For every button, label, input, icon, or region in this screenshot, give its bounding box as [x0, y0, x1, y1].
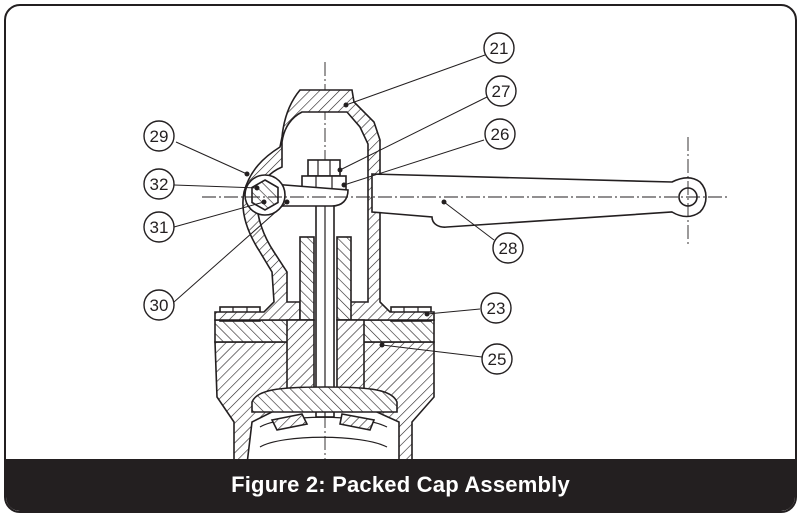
packing-gland-left — [299, 236, 315, 321]
svg-text:23: 23 — [487, 299, 506, 318]
callout-28: 28 — [492, 232, 524, 264]
callout-29: 29 — [143, 120, 175, 152]
svg-text:21: 21 — [490, 39, 509, 58]
packing-bushing-right — [336, 319, 365, 391]
callout-26: 26 — [484, 118, 516, 150]
spring-coil — [259, 416, 388, 448]
callout-27: 27 — [485, 75, 517, 107]
lever-arm — [371, 173, 707, 228]
svg-text:25: 25 — [488, 350, 507, 369]
svg-text:26: 26 — [491, 125, 510, 144]
callout-30: 30 — [143, 289, 175, 321]
callout-32: 32 — [143, 168, 175, 200]
spring-plate — [251, 386, 398, 413]
spring-coil-section — [270, 413, 376, 431]
figure-caption: Figure 2: Packed Cap Assembly — [231, 472, 570, 497]
caption-bar: Figure 2: Packed Cap Assembly — [6, 459, 795, 511]
svg-text:27: 27 — [492, 82, 511, 101]
lock-nut — [307, 159, 341, 177]
leader-lines — [173, 54, 495, 358]
callout-25: 25 — [481, 343, 513, 375]
packing-gland-right — [336, 236, 352, 321]
packed-cap-assembly-drawing: 21 27 26 29 32 31 30 28 — [143, 32, 727, 463]
svg-text:31: 31 — [150, 218, 169, 237]
hex-shaft — [251, 179, 279, 211]
svg-text:30: 30 — [150, 296, 169, 315]
callout-23: 23 — [480, 292, 512, 324]
svg-text:32: 32 — [150, 175, 169, 194]
packed-cap — [214, 89, 435, 321]
figure-frame: 21 27 26 29 32 31 30 28 — [4, 4, 797, 513]
callout-21: 21 — [483, 32, 515, 64]
svg-text:29: 29 — [150, 127, 169, 146]
svg-text:28: 28 — [499, 239, 518, 258]
packing-bushing-left — [286, 319, 315, 391]
callout-31: 31 — [143, 211, 175, 243]
